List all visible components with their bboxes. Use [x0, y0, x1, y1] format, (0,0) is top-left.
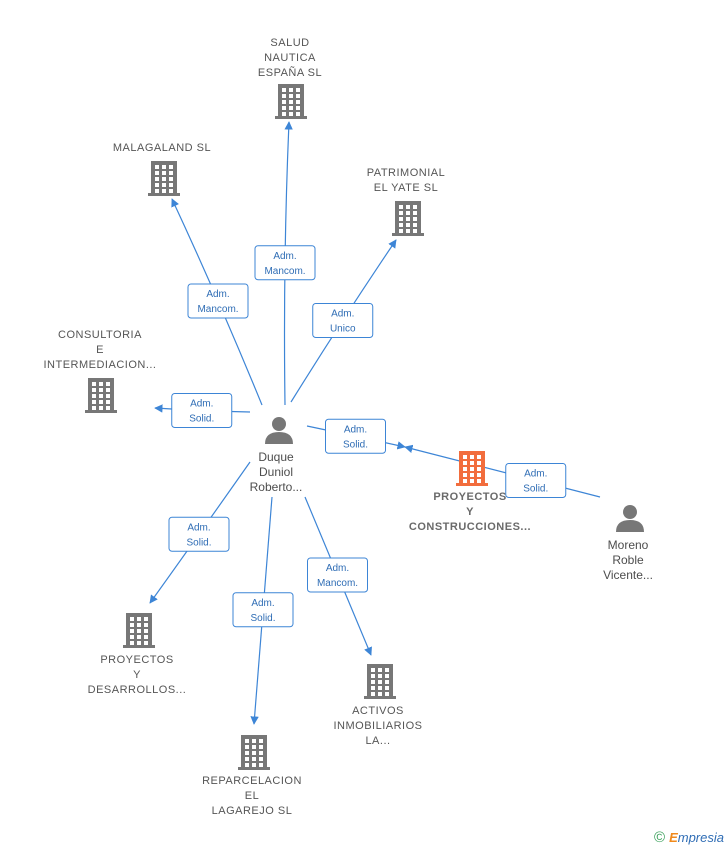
copyright-icon: © — [654, 829, 666, 846]
building-icon — [238, 735, 270, 770]
node-proyectos_desarrollos[interactable]: PROYECTOS Y DESARROLLOS... — [88, 613, 187, 696]
node-label: Vicente... — [603, 568, 653, 582]
node-reparcelacion[interactable]: REPARCELACION EL LAGAREJO SL — [202, 735, 302, 817]
node-label: MALAGALAND SL — [113, 142, 211, 154]
node-malagaland[interactable]: MALAGALAND SL — [113, 142, 211, 196]
edge-label-text: Adm. — [190, 399, 213, 410]
edge-label-box — [505, 463, 567, 498]
node-duque[interactable]: DuqueDuniolRoberto... — [250, 417, 303, 494]
edge-duque-salud[interactable]: Adm. Mancom. — [254, 121, 316, 406]
node-proyectos_construcciones[interactable]: PROYECTOS Y CONSTRUCCIONES... — [409, 451, 531, 533]
edge-duque-consultoria[interactable]: Adm. Solid. — [154, 393, 251, 428]
node-label: Y — [466, 506, 474, 518]
node-label: EL YATE SL — [374, 182, 439, 194]
edge-duque-malagaland[interactable]: Adm. Mancom. — [171, 198, 263, 406]
edge-label-text: Solid. — [250, 613, 275, 624]
edge-label-box — [168, 516, 230, 552]
node-label: CONSTRUCCIONES... — [409, 521, 531, 533]
edge-label-text: Adm. — [344, 424, 367, 435]
building-icon — [148, 161, 180, 196]
edge-line — [404, 444, 601, 498]
edge-label-box — [232, 592, 294, 628]
edge-label-text: Adm. — [273, 251, 296, 262]
node-label: ESPAÑA SL — [258, 66, 322, 79]
edge-label-text: Adm. — [251, 598, 274, 609]
node-label: Duniol — [259, 465, 293, 479]
node-label: REPARCELACION — [202, 775, 302, 787]
person-icon — [616, 505, 644, 532]
node-label: SALUD — [270, 37, 309, 49]
node-salud[interactable]: SALUD NAUTICA ESPAÑA SL — [258, 37, 322, 119]
edge-label-text: Unico — [330, 324, 356, 335]
node-label: CONSULTORIA — [58, 329, 142, 341]
edge-label-text: Solid. — [186, 537, 211, 548]
person-icon — [265, 417, 293, 444]
node-label: E — [96, 344, 104, 356]
node-label: EL — [245, 790, 259, 802]
building-icon — [275, 84, 307, 119]
edge-label-text: Solid. — [343, 439, 368, 450]
edge-label-box — [312, 303, 374, 338]
node-label: DESARROLLOS... — [88, 684, 187, 696]
building-icon — [456, 451, 488, 486]
brand-logo[interactable]: Empresia — [669, 830, 724, 845]
nodes-layer: SALUD NAUTICA ESPAÑA SL MALAGALAND SL PATRIM… — [43, 37, 652, 817]
node-label: Y — [133, 669, 141, 681]
node-label: Duque — [258, 450, 294, 464]
building-icon — [123, 613, 155, 648]
node-label: LAGAREJO SL — [212, 805, 293, 817]
edge-label-text: Adm. — [206, 289, 229, 300]
edge-label-box — [307, 557, 368, 593]
building-icon — [85, 378, 117, 413]
node-consultoria[interactable]: CONSULTORIA E INTERMEDIACION... — [43, 329, 156, 413]
building-icon — [364, 664, 396, 699]
node-label: LA... — [365, 735, 390, 747]
node-moreno[interactable]: MorenoRobleVicente... — [603, 505, 653, 582]
node-label: PROYECTOS — [433, 491, 506, 503]
node-label: INTERMEDIACION... — [43, 359, 156, 371]
edge-label-box — [187, 283, 249, 319]
edge-duque-reparcelacion[interactable]: Adm. Solid. — [232, 496, 294, 725]
node-label: ACTIVOS — [352, 705, 404, 717]
node-label: INMOBILIARIOS — [333, 720, 422, 732]
footer-brand[interactable]: © Empresia — [654, 829, 724, 846]
edge-duque-activos[interactable]: Adm. Mancom. — [304, 496, 372, 656]
node-label: NAUTICA — [264, 52, 316, 64]
node-patrimonial[interactable]: PATRIMONIAL EL YATE SL — [367, 167, 445, 236]
edge-label-text: Mancom. — [197, 304, 238, 315]
edge-label-text: Solid. — [189, 414, 214, 425]
edge-label-text: Mancom. — [264, 266, 305, 277]
node-label: Moreno — [608, 538, 649, 552]
edge-label-box — [325, 418, 386, 454]
edge-duque-patrimonial[interactable]: Adm. Unico — [290, 239, 397, 403]
edge-label-text: Adm. — [187, 522, 210, 533]
edge-label-box — [171, 393, 233, 428]
edge-moreno-proyectos_construcciones[interactable]: Adm. Solid. — [404, 444, 601, 498]
edge-label-text: Solid. — [523, 484, 548, 495]
edge-label-text: Adm. — [524, 469, 547, 480]
edges-layer: Adm.Mancom.Adm.Mancom.Adm.UnicoAdm.Solid… — [149, 121, 601, 725]
node-activos[interactable]: ACTIVOS INMOBILIARIOS LA... — [333, 664, 422, 747]
building-icon — [392, 201, 424, 236]
edge-label-text: Mancom. — [317, 578, 358, 589]
edge-duque-proyectos_desarrollos[interactable]: Adm. Solid. — [149, 461, 251, 604]
node-label: PATRIMONIAL — [367, 167, 445, 179]
edge-label-text: Adm. — [331, 309, 354, 320]
node-label: PROYECTOS — [100, 654, 173, 666]
edge-label-box — [254, 245, 316, 281]
node-label: Roble — [612, 553, 644, 567]
edge-duque-proyectos_construcciones[interactable]: Adm. Solid. — [306, 418, 406, 454]
node-label: Roberto... — [250, 480, 303, 494]
edge-label-text: Adm. — [326, 563, 349, 574]
